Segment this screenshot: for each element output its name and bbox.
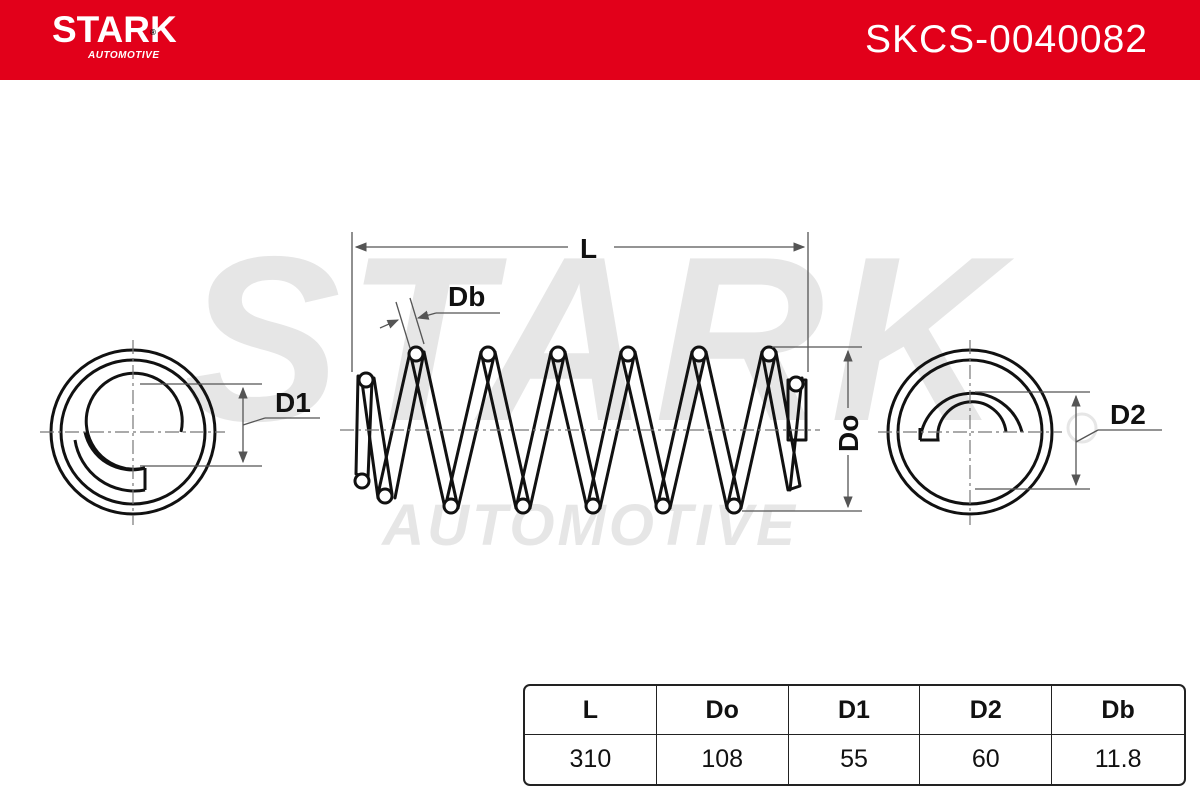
registered-mark-icon: ®: [150, 28, 156, 37]
header-bar: STARK AUTOMOTIVE ® SKCS-0040082: [0, 0, 1200, 80]
l-dimension: [351, 232, 809, 372]
table-cell: 108: [657, 735, 789, 784]
label-d1: D1: [275, 387, 311, 418]
logo-brand-text: STARK: [52, 9, 177, 50]
table-row: 310 108 55 60 11.8: [525, 735, 1184, 784]
spec-table: L Do D1 D2 Db 310 108 55 60 11.8: [523, 684, 1186, 786]
part-number: SKCS-0040082: [864, 18, 1148, 61]
label-db: Db: [448, 281, 485, 312]
watermark-registered-icon: [1066, 412, 1098, 444]
left-center-lines: [40, 340, 225, 525]
db-dimension: [379, 297, 500, 349]
do-dimension: [742, 346, 862, 512]
label-d2: D2: [1110, 399, 1146, 430]
stark-logo: STARK AUTOMOTIVE: [52, 9, 177, 62]
watermark-main: STARK: [184, 207, 1014, 470]
d1-dimension: [140, 383, 320, 467]
table-cell: 310: [525, 735, 657, 784]
table-header-cell: D2: [920, 686, 1053, 735]
table-cell: 60: [920, 735, 1053, 784]
table-header-cell: Do: [656, 686, 789, 735]
right-center-lines: [878, 340, 1062, 525]
table-header-row: L Do D1 D2 Db: [525, 686, 1184, 735]
label-do: Do: [833, 415, 864, 452]
logo-sub-text: AUTOMOTIVE: [88, 50, 160, 61]
table-cell: 11.8: [1094, 745, 1142, 773]
d2-dimension: [975, 391, 1162, 490]
label-l: L: [580, 233, 597, 264]
table-header-cell: Db: [1052, 686, 1184, 735]
table-header-cell: D1: [788, 686, 921, 735]
table-cell: 55: [789, 735, 921, 784]
table-header-cell: L: [525, 686, 657, 735]
spring-drawing: STARK AUTOMOTIVE D1: [0, 80, 1200, 680]
